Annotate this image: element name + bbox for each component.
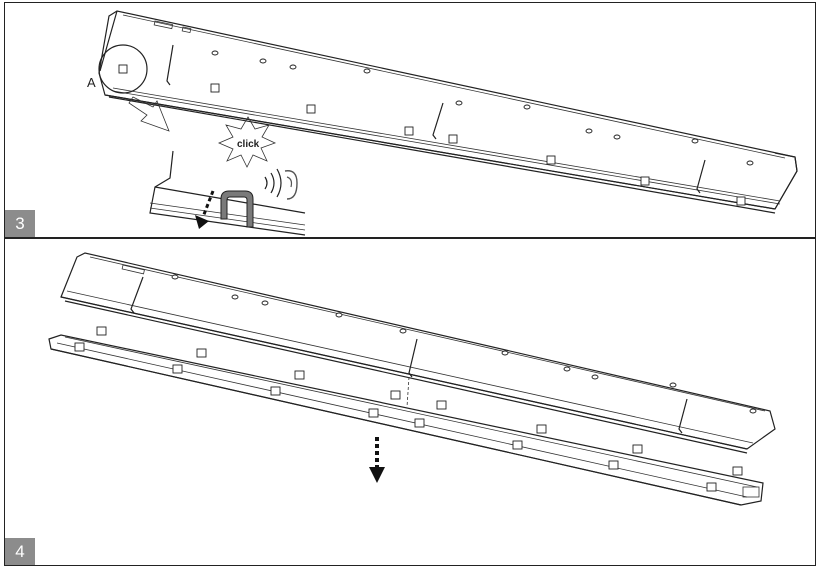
cover-clips [74,326,743,492]
housing-clips [171,274,757,414]
detail-arrow [128,96,170,132]
luminaire-housing [98,10,798,214]
step-3-panel: A click 3 [4,2,816,238]
down-arrow-icon [369,437,385,483]
luminaire-housing [60,252,776,454]
step-4-badge: 4 [5,538,35,565]
step-4-panel: 4 [4,238,816,566]
step-3-illustration: A click [87,10,798,236]
diffuser-cover [48,334,764,506]
detail-circle [98,44,148,94]
step-3-badge: 3 [5,210,35,237]
zoom-detail [149,150,306,236]
down-arrow-icon [195,215,209,229]
click-burst [217,116,277,168]
click-label: click [237,139,260,150]
step-4-illustration [48,252,776,506]
callout-letter-a: A [87,75,96,90]
clip-bracket [220,190,254,228]
housing-clips [118,50,754,206]
